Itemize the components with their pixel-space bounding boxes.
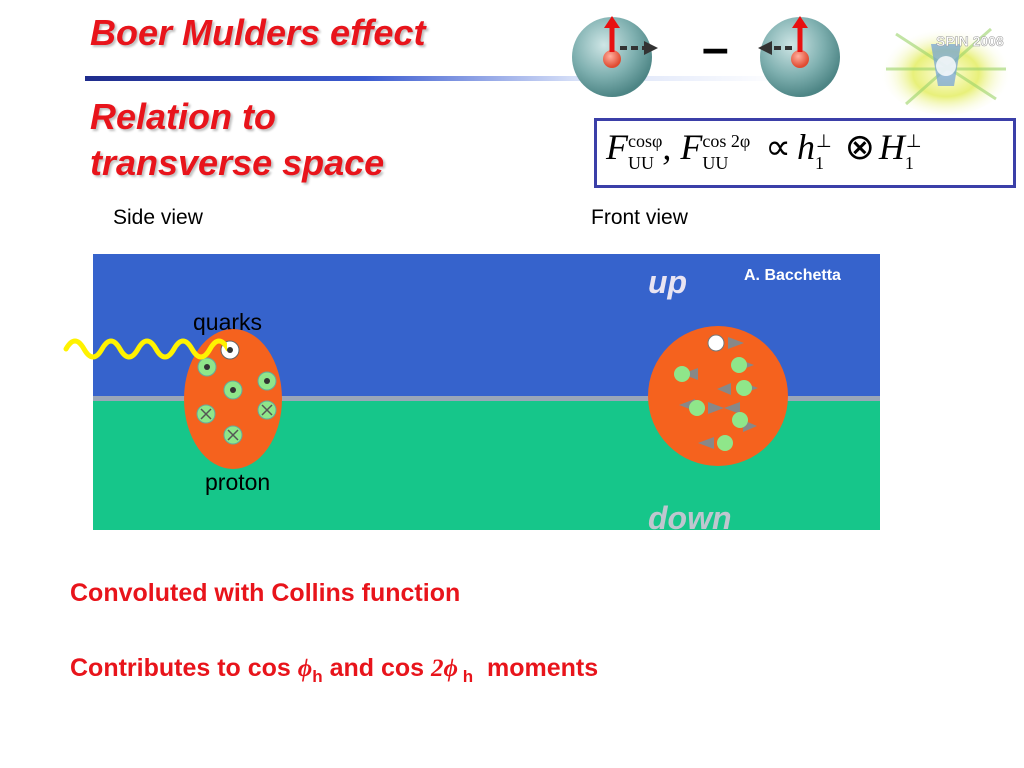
sphere-right bbox=[758, 16, 840, 97]
formula-H-sub: 1 bbox=[904, 153, 914, 173]
down-label: down bbox=[648, 500, 732, 530]
spin-2008-text: SPIN 2008 bbox=[936, 33, 1004, 49]
formula-otimes: ⊗ bbox=[844, 127, 875, 167]
subtitle-line-2: transverse space bbox=[90, 142, 385, 183]
proton-label: proton bbox=[205, 469, 271, 495]
formula-F2: F bbox=[680, 127, 703, 167]
front-view-label: Front view bbox=[591, 206, 688, 229]
formula-sub1: UU bbox=[628, 153, 654, 173]
subtitle-line-1: Relation to bbox=[90, 96, 276, 137]
bullet-moments-mid: and cos bbox=[322, 654, 432, 682]
formula-sup1: cosφ bbox=[628, 131, 663, 151]
quark-out bbox=[257, 371, 277, 391]
quark bbox=[674, 366, 690, 382]
formula-h-sub: 1 bbox=[815, 153, 824, 173]
bullet-collins: Convoluted with Collins function bbox=[70, 579, 461, 607]
bullet-phi: ϕ bbox=[297, 655, 313, 682]
title-underline bbox=[85, 76, 785, 81]
formula: FUUcosφ, FUUcos 2φ ∝h1⊥ ⊗H1⊥ bbox=[606, 126, 922, 174]
slide-subtitle: Relation to transverse space bbox=[90, 94, 384, 186]
quark-in bbox=[223, 425, 243, 445]
bullet-2phi: 2ϕ bbox=[431, 655, 458, 682]
panel-divider bbox=[93, 396, 880, 401]
bullet-moments: Contributes to cos ϕh and cos 2ϕ h momen… bbox=[70, 654, 598, 687]
quark bbox=[732, 412, 748, 428]
formula-h: h bbox=[797, 127, 815, 167]
bullet-h-sub: h bbox=[312, 667, 323, 686]
side-view-proton bbox=[184, 329, 282, 469]
quark bbox=[689, 400, 705, 416]
formula-h-sup: ⊥ bbox=[816, 131, 832, 151]
quark bbox=[736, 380, 752, 396]
formula-F1: F bbox=[606, 127, 628, 167]
side-view-label: Side view bbox=[113, 206, 203, 229]
minus-sign: – bbox=[702, 22, 729, 75]
formula-box bbox=[594, 118, 1016, 188]
quark bbox=[731, 357, 747, 373]
bullet-moments-prefix: Contributes to cos bbox=[70, 654, 298, 682]
quark bbox=[717, 435, 733, 451]
quark-in bbox=[196, 404, 216, 424]
formula-comma: , bbox=[662, 127, 672, 167]
formula-propto: ∝ bbox=[765, 127, 791, 167]
slide-title: Boer Mulders effect bbox=[90, 12, 426, 53]
formula-H: H bbox=[878, 127, 905, 167]
quark-in bbox=[257, 400, 277, 420]
formula-H-sup: ⊥ bbox=[905, 131, 922, 151]
quark-out bbox=[223, 380, 243, 400]
formula-sub2: UU bbox=[702, 153, 729, 173]
spin-2008-logo: SPIN 2008 bbox=[880, 23, 1012, 115]
quark-out bbox=[197, 357, 217, 377]
bullet-moments-suffix: moments bbox=[473, 654, 599, 682]
credit-label: A. Bacchetta bbox=[744, 267, 841, 284]
illustration-panel: up down A. Bacchetta quarks proton bbox=[93, 254, 880, 530]
formula-sup2: cos 2φ bbox=[702, 131, 751, 151]
up-label: up bbox=[648, 264, 688, 300]
photon-wave bbox=[63, 338, 227, 360]
bullet-h2-sub: h bbox=[458, 667, 474, 686]
sphere-left bbox=[572, 16, 658, 97]
quark-white bbox=[707, 334, 725, 352]
front-view-proton bbox=[648, 326, 788, 466]
spin-diagram: – bbox=[572, 16, 840, 97]
